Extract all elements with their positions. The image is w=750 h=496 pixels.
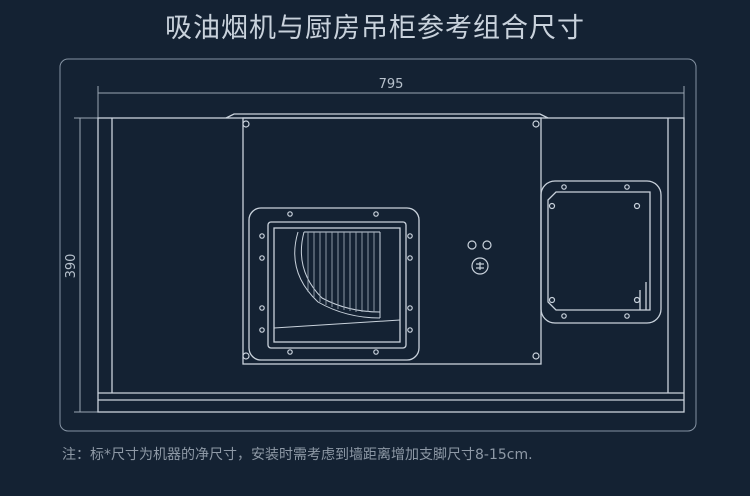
height-label: 390	[64, 254, 79, 279]
width-label: 795	[379, 77, 404, 92]
height-dimension	[74, 117, 112, 413]
knob-icon	[467, 240, 492, 275]
width-dimension	[97, 86, 685, 118]
hood-body	[97, 113, 685, 413]
fan-blades-icon	[273, 231, 401, 329]
screws	[242, 120, 641, 360]
page-title: 吸油烟机与厨房吊柜参考组合尺寸	[165, 13, 585, 44]
outer-frame	[59, 58, 697, 432]
footnote: 注：标*尺寸为机器的净尺寸，安装时需考虑到墙距离增加支脚尺寸8-15cm.	[62, 447, 533, 463]
